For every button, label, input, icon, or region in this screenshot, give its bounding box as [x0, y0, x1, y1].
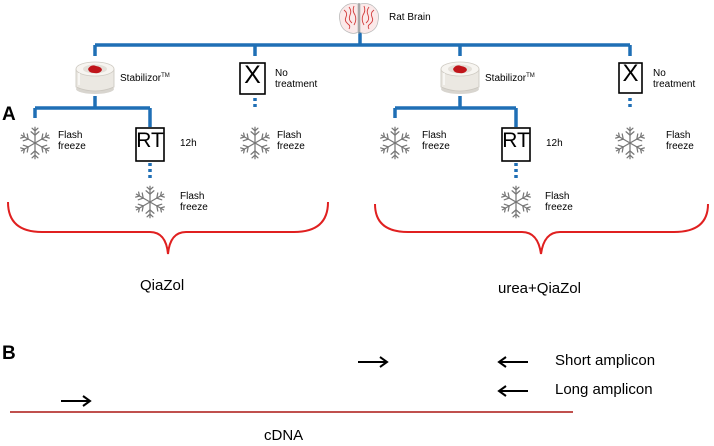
root-label: Rat Brain — [389, 12, 431, 23]
flash-freeze-label: Flash freeze — [58, 130, 86, 153]
flash-freeze-label: Flash freeze — [277, 130, 305, 153]
stabilizor-tube-icon-left — [75, 61, 115, 95]
brain-icon — [339, 3, 379, 34]
no-treatment-box-text-right: X — [622, 60, 639, 87]
snowflake-icon — [239, 127, 270, 159]
rt-time-left: 12h — [180, 138, 197, 149]
snowflake-icon — [379, 127, 410, 159]
snowflake-icon — [19, 127, 50, 159]
bracket-right-label: urea+QiaZol — [498, 280, 581, 297]
rt-box-left — [135, 127, 165, 162]
cdna-label: cDNA — [264, 427, 304, 444]
snowflake-icon — [134, 186, 165, 218]
rt-box-right — [501, 127, 531, 162]
short-amplicon-label: Short amplicon — [555, 352, 656, 369]
bracket-left-label: QiaZol — [140, 277, 185, 294]
snowflake-icon — [500, 186, 531, 218]
arrow-right-icon-long-forward — [60, 395, 91, 407]
no-treatment-label-right: No treatment — [653, 68, 696, 91]
rt-time-right: 12h — [546, 138, 563, 149]
panel-a-label: A — [2, 104, 16, 125]
tree-connectors — [33, 32, 632, 180]
bracket-right — [374, 203, 709, 255]
snowflake-icon — [614, 127, 645, 159]
stabilizor-label-right: StabilizorTM — [485, 73, 535, 84]
arrow-left-icon-short-reverse — [498, 356, 529, 368]
flash-freeze-label: Flash freeze — [180, 191, 208, 214]
flash-freeze-label: Flash freeze — [422, 130, 450, 153]
panel-b-label: B — [2, 343, 16, 364]
rt-box-text-left: RT — [136, 129, 164, 152]
flash-freeze-label: Flash freeze — [666, 130, 694, 153]
stabilizor-label-left: StabilizorTM — [120, 73, 170, 84]
flash-freeze-label: Flash freeze — [545, 191, 573, 214]
no-treatment-box-text-left: X — [244, 61, 261, 89]
no-treatment-box-right — [618, 62, 643, 94]
arrow-right-icon-short-forward — [357, 356, 388, 368]
arrow-left-icon-long-reverse — [498, 385, 529, 397]
stabilizor-tube-icon-right — [440, 61, 480, 95]
no-treatment-label-left: No treatment — [275, 68, 318, 91]
no-treatment-box-left — [239, 62, 266, 95]
long-amplicon-label: Long amplicon — [555, 381, 653, 398]
rt-box-text-right: RT — [502, 129, 530, 152]
bracket-left — [7, 201, 329, 255]
